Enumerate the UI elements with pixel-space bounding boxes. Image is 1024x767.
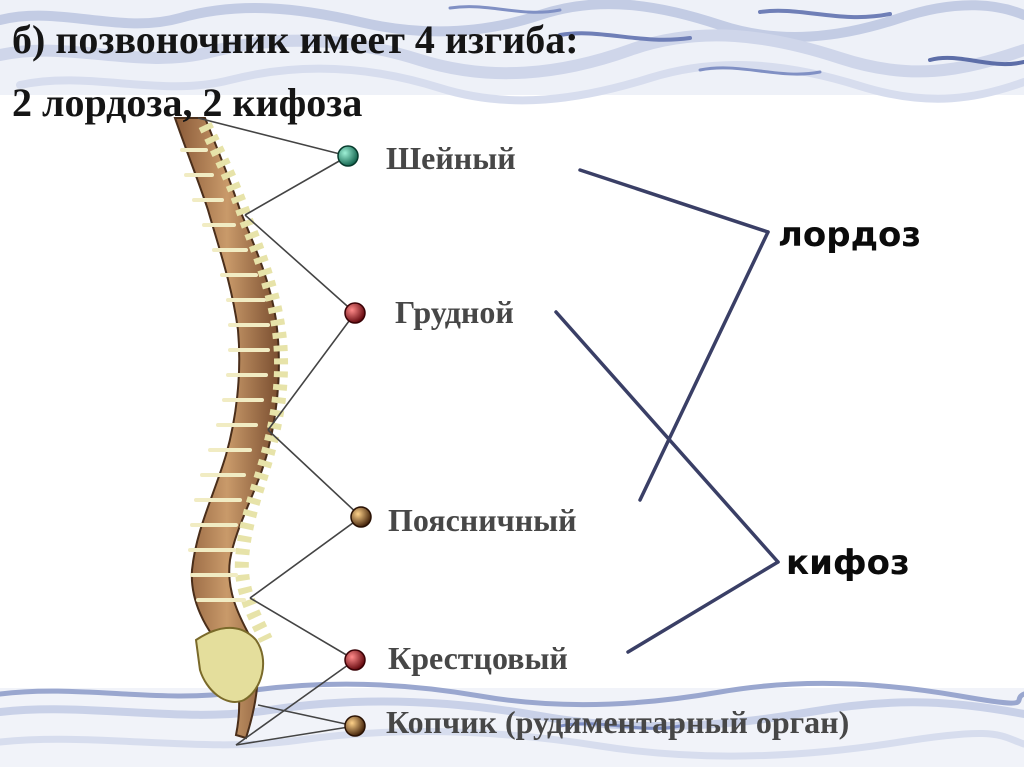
label-thoracic: Грудной [395,294,514,330]
connector-sacral-kyphosis [626,560,780,654]
marker-sacral [344,649,366,671]
marker-thoracic [344,302,366,324]
title-line-2: 2 лордоза, 2 кифоза [12,80,363,125]
footer-wave-decoration [0,680,1024,767]
label-sacral: Крестцовый [388,640,568,676]
group-kyphosis: кифоз [786,543,910,583]
marker-cervical [337,145,359,167]
connector-lumbar-lordosis [638,230,770,502]
marker-lumbar [350,506,372,528]
label-lumbar: Поясничный [388,502,577,538]
connector-thoracic-kyphosis [554,310,780,564]
title-line-1: б) позвоночник имеет 4 изгиба: [12,17,579,62]
header-wave-decoration [0,0,1024,105]
label-cervical: Шейный [386,140,516,176]
group-connectors [554,168,780,654]
marker-coccyx [344,715,366,737]
group-lordosis: лордоз [778,215,922,255]
connector-cervical-lordosis [578,168,770,234]
spine-illustration [173,117,289,740]
label-coccyx: Копчик (рудиментарный орган) [386,704,850,740]
